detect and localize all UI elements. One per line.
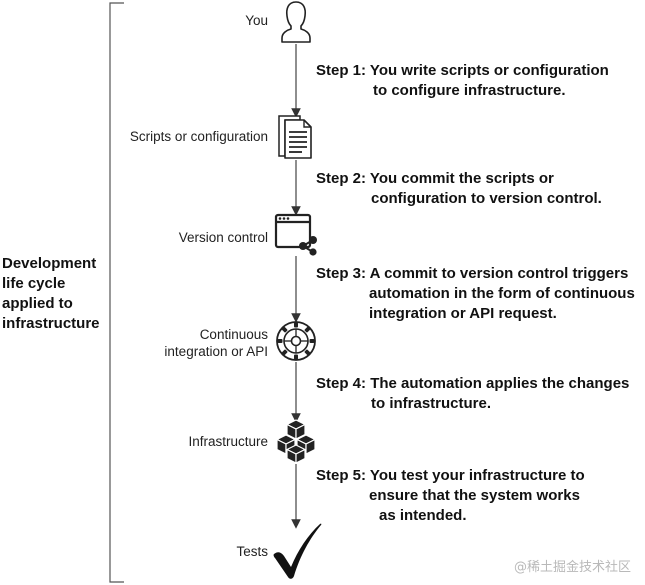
- step-3-head: Step 3:: [316, 265, 367, 282]
- person-icon: [281, 1, 311, 43]
- step-1-line1: You write scripts or configuration: [369, 62, 609, 79]
- side-label: Development life cycle applied to infras…: [2, 255, 100, 332]
- node-label-infrastructure: Infrastructure: [188, 434, 268, 449]
- step-5-head: Step 5:: [316, 467, 367, 484]
- bracket: [109, 2, 124, 583]
- document-icon: [278, 115, 312, 159]
- step-5-line1: You test your infrastructure to: [369, 467, 585, 484]
- step-3: Step 3: A commit to version control trig…: [316, 264, 635, 324]
- step-4: Step 4: The automation applies the chang…: [316, 374, 629, 414]
- node-label-scripts: Scripts or configuration: [129, 129, 268, 144]
- step-3-line3: integration or API request.: [369, 305, 557, 322]
- step-1-head: Step 1:: [316, 62, 367, 79]
- step-1: Step 1: You write scripts or configurati…: [316, 61, 609, 101]
- cubes-icon: [276, 419, 316, 464]
- node-label-version-control: Version control: [178, 230, 268, 245]
- step-3-line2: automation in the form of continuous: [369, 285, 635, 302]
- node-label-ci-line2: integration or API: [164, 344, 268, 359]
- step-2-line2: configuration to version control.: [371, 190, 602, 207]
- step-4-head: Step 4:: [316, 375, 367, 392]
- checkmark-icon: [273, 523, 322, 579]
- step-3-line1: A commit to version control triggers: [369, 265, 629, 282]
- step-2-head: Step 2:: [316, 170, 367, 187]
- step-5: Step 5: You test your infrastructure to …: [316, 466, 585, 526]
- node-label-ci: Continuous integration or API: [120, 326, 268, 360]
- step-1-line2: to configure infrastructure.: [373, 82, 566, 99]
- node-label-you: You: [245, 13, 268, 28]
- step-2-line1: You commit the scripts or: [369, 170, 554, 187]
- gear-icon: [276, 321, 316, 361]
- node-label-ci-line1: Continuous: [199, 327, 268, 342]
- watermark: @稀土掘金技术社区: [513, 560, 631, 575]
- node-label-tests: Tests: [236, 544, 268, 559]
- share-icon: [299, 236, 317, 256]
- step-5-line2: ensure that the system works: [369, 487, 580, 504]
- step-4-line2: to infrastructure.: [371, 395, 492, 412]
- version-control-icon: [274, 213, 317, 256]
- step-4-line1: The automation applies the changes: [370, 375, 630, 392]
- step-5-line3: as intended.: [379, 507, 467, 524]
- step-2: Step 2: You commit the scripts or config…: [316, 169, 602, 209]
